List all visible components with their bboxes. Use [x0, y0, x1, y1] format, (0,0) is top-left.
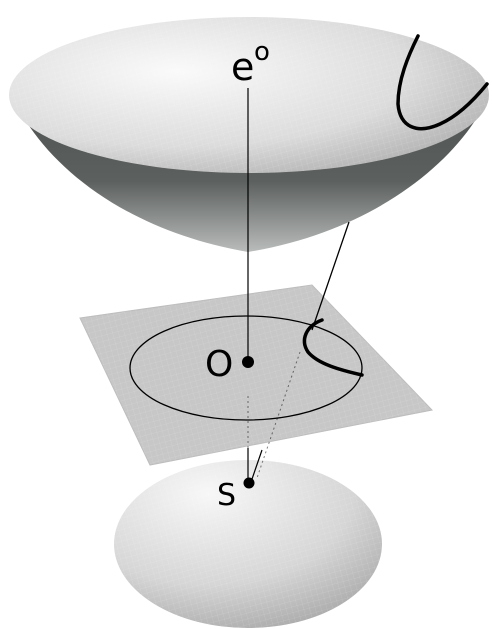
top-point-superscript: o — [254, 37, 270, 67]
top-point-label: e — [231, 45, 254, 89]
bottom-label: S — [217, 478, 236, 513]
center-point — [242, 356, 254, 368]
projection-plane — [80, 285, 432, 465]
center-label: O — [205, 344, 233, 385]
bottom-point — [244, 478, 255, 489]
